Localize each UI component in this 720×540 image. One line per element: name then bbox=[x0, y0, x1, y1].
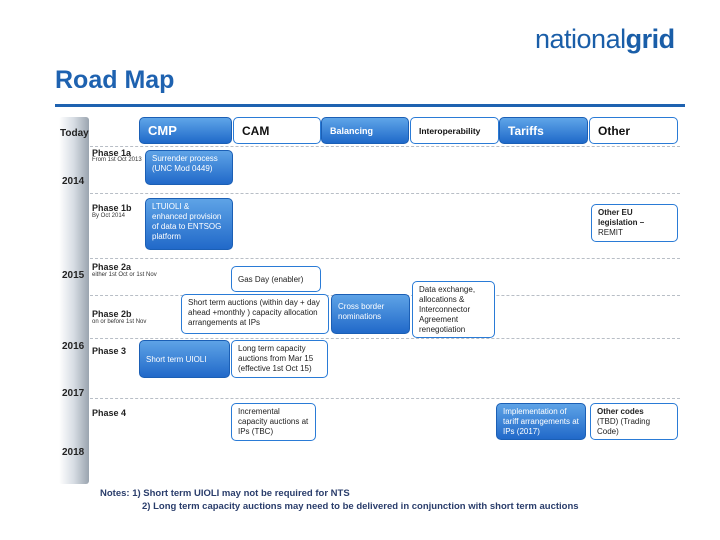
phase-1a-date: From 1st Oct 2013 bbox=[92, 157, 142, 163]
phase-2a-date: either 1st Oct or 1st Nov bbox=[92, 272, 157, 278]
other-eu-legislation-box: Other EU legislation – REMIT bbox=[591, 204, 678, 242]
row-separator bbox=[90, 193, 680, 194]
header-cam: CAM bbox=[233, 117, 321, 144]
other-codes-box: Other codes (TBD) (Trading Code) bbox=[590, 403, 678, 440]
timeline-bar bbox=[59, 117, 89, 484]
row-separator bbox=[90, 398, 680, 399]
incremental-capacity-box: Incremental capacity auctions at IPs (TB… bbox=[231, 403, 316, 441]
header-tariffs: Tariffs bbox=[499, 117, 588, 144]
short-term-auctions-box: Short term auctions (within day + day ah… bbox=[181, 294, 329, 334]
tariff-implementation-box: Implementation of tariff arrangements at… bbox=[496, 403, 586, 440]
phase-1b-date: By Oct 2014 bbox=[92, 213, 126, 219]
timeline-year-2014: 2014 bbox=[62, 176, 85, 187]
row-separator bbox=[90, 338, 680, 339]
phase-1b-label: Phase 1b bbox=[92, 203, 132, 213]
note-line-2: 2) Long term capacity auctions may need … bbox=[142, 501, 579, 512]
notes: Notes: 1) Short term UIOLI may not be re… bbox=[100, 487, 579, 513]
phase-2b-date: on or before 1st Nov bbox=[92, 319, 147, 325]
phase-2a-label: Phase 2a bbox=[92, 262, 132, 272]
timeline-year-2018: 2018 bbox=[62, 447, 85, 458]
other-codes-detail: (TBD) (Trading Code) bbox=[597, 417, 651, 436]
ltuioli-box: LTUIOLI & enhanced provision of data to … bbox=[145, 198, 233, 250]
logo-light-text: national bbox=[535, 24, 626, 54]
phase-3-label: Phase 3 bbox=[92, 346, 127, 356]
national-grid-logo: nationalgrid bbox=[535, 24, 675, 55]
logo-bold-text: grid bbox=[625, 24, 676, 54]
other-codes-title: Other codes bbox=[597, 407, 644, 416]
header-other: Other bbox=[589, 117, 678, 144]
phase-2b-label: Phase 2b bbox=[92, 309, 132, 319]
page-title: Road Map bbox=[55, 66, 175, 94]
data-exchange-box: Data exchange, allocations & Interconnec… bbox=[412, 281, 495, 338]
row-separator bbox=[90, 258, 680, 259]
other-eu-legislation-detail: REMIT bbox=[598, 228, 623, 237]
timeline-year-2016: 2016 bbox=[62, 341, 85, 352]
surrender-process-box: Surrender process (UNC Mod 0449) bbox=[145, 150, 233, 185]
short-term-uioli-box: Short term UIOLI bbox=[139, 340, 230, 378]
header-balancing: Balancing bbox=[321, 117, 409, 144]
header-cmp: CMP bbox=[139, 117, 232, 144]
phase-4-label: Phase 4 bbox=[92, 408, 127, 418]
header-interoperability: Interoperability bbox=[410, 117, 499, 144]
long-term-capacity-box: Long term capacity auctions from Mar 15 … bbox=[231, 340, 328, 378]
note-line-1: Notes: 1) Short term UIOLI may not be re… bbox=[100, 488, 350, 499]
cross-border-nominations-box: Cross border nominations bbox=[331, 294, 410, 334]
phase-1a-label: Phase 1a bbox=[92, 148, 132, 158]
gas-day-box: Gas Day (enabler) bbox=[231, 266, 321, 292]
other-eu-legislation-title: Other EU legislation – bbox=[598, 208, 645, 227]
row-separator bbox=[90, 146, 680, 147]
timeline-today-label: Today bbox=[60, 128, 89, 139]
title-divider bbox=[55, 104, 685, 107]
timeline-year-2015: 2015 bbox=[62, 270, 85, 281]
timeline-year-2017: 2017 bbox=[62, 388, 85, 399]
